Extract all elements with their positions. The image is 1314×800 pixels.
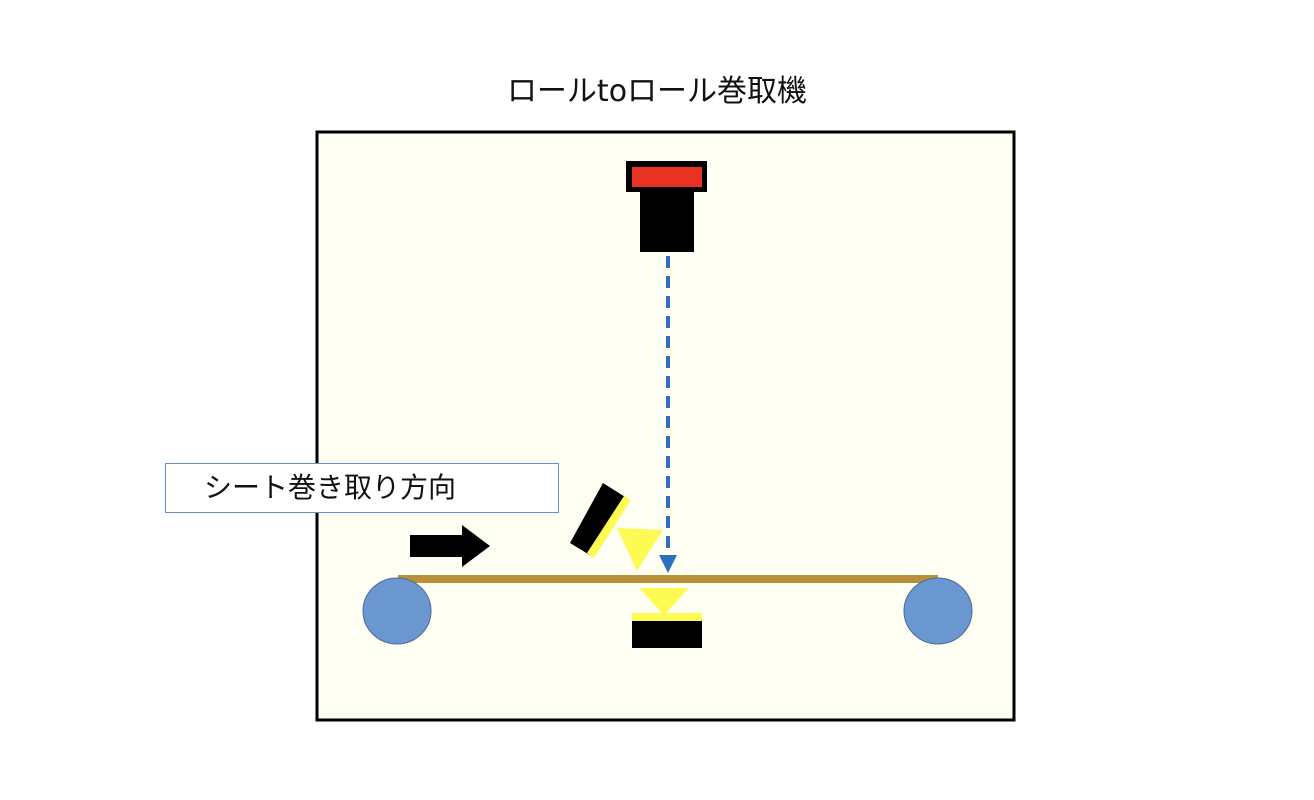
- diagram-title: ロールtoロール巻取機: [506, 74, 808, 109]
- roller-left: [362, 577, 432, 645]
- roller-right: [903, 577, 973, 645]
- camera-lens-cap: [632, 167, 702, 187]
- direction-arrow-icon: [410, 525, 490, 567]
- angled-light-icon: [570, 483, 663, 571]
- backlight-icon: [632, 588, 702, 648]
- sheet: [398, 575, 938, 583]
- camera-icon: [626, 161, 707, 252]
- optical-axis-arrow: [659, 256, 677, 573]
- direction-label: シート巻き取り方向: [165, 463, 559, 513]
